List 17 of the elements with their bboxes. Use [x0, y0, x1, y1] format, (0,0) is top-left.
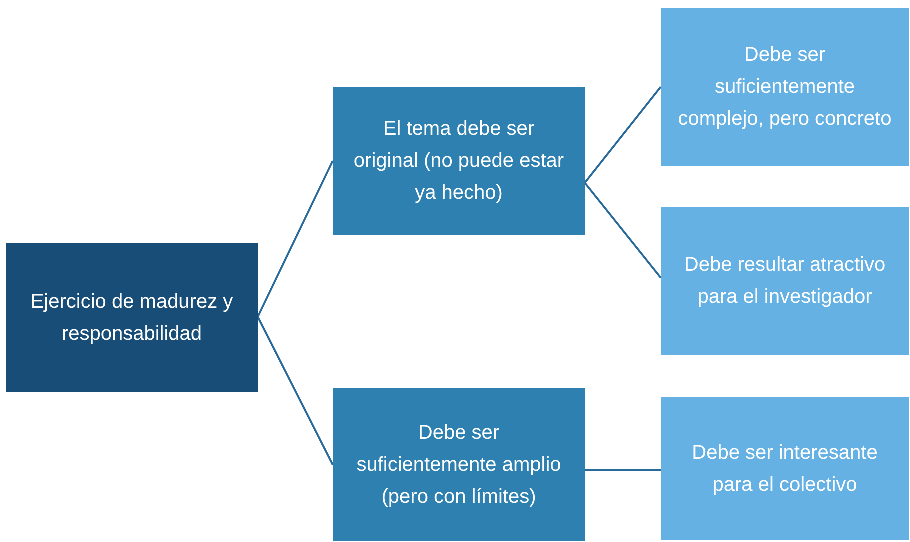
- connector-line: [257, 316, 334, 466]
- box-text: Debe ser suficientemente amplio (pero con límites): [356, 420, 562, 510]
- box-text: Debe resultar atractivo para el investigador: [683, 253, 887, 310]
- process-box: [661, 8, 909, 166]
- process-box: [333, 388, 585, 541]
- connector-line: [584, 86, 662, 184]
- process-box: [661, 207, 909, 355]
- connector-line: [585, 469, 661, 471]
- process-box: [333, 87, 585, 235]
- process-box: [661, 397, 909, 540]
- box-text: El tema debe ser original (no puede estar ya hecho): [352, 117, 566, 206]
- connector-line: [584, 182, 662, 279]
- box-text: Debe ser suficientemente complejo, pero concreto: [677, 43, 893, 132]
- connector-line: [257, 160, 334, 318]
- box-text: Ejercicio de madurez y responsabilidad: [30, 290, 234, 346]
- process-box: [6, 243, 258, 392]
- box-text: Debe ser interesante para el colectivo: [691, 440, 879, 498]
